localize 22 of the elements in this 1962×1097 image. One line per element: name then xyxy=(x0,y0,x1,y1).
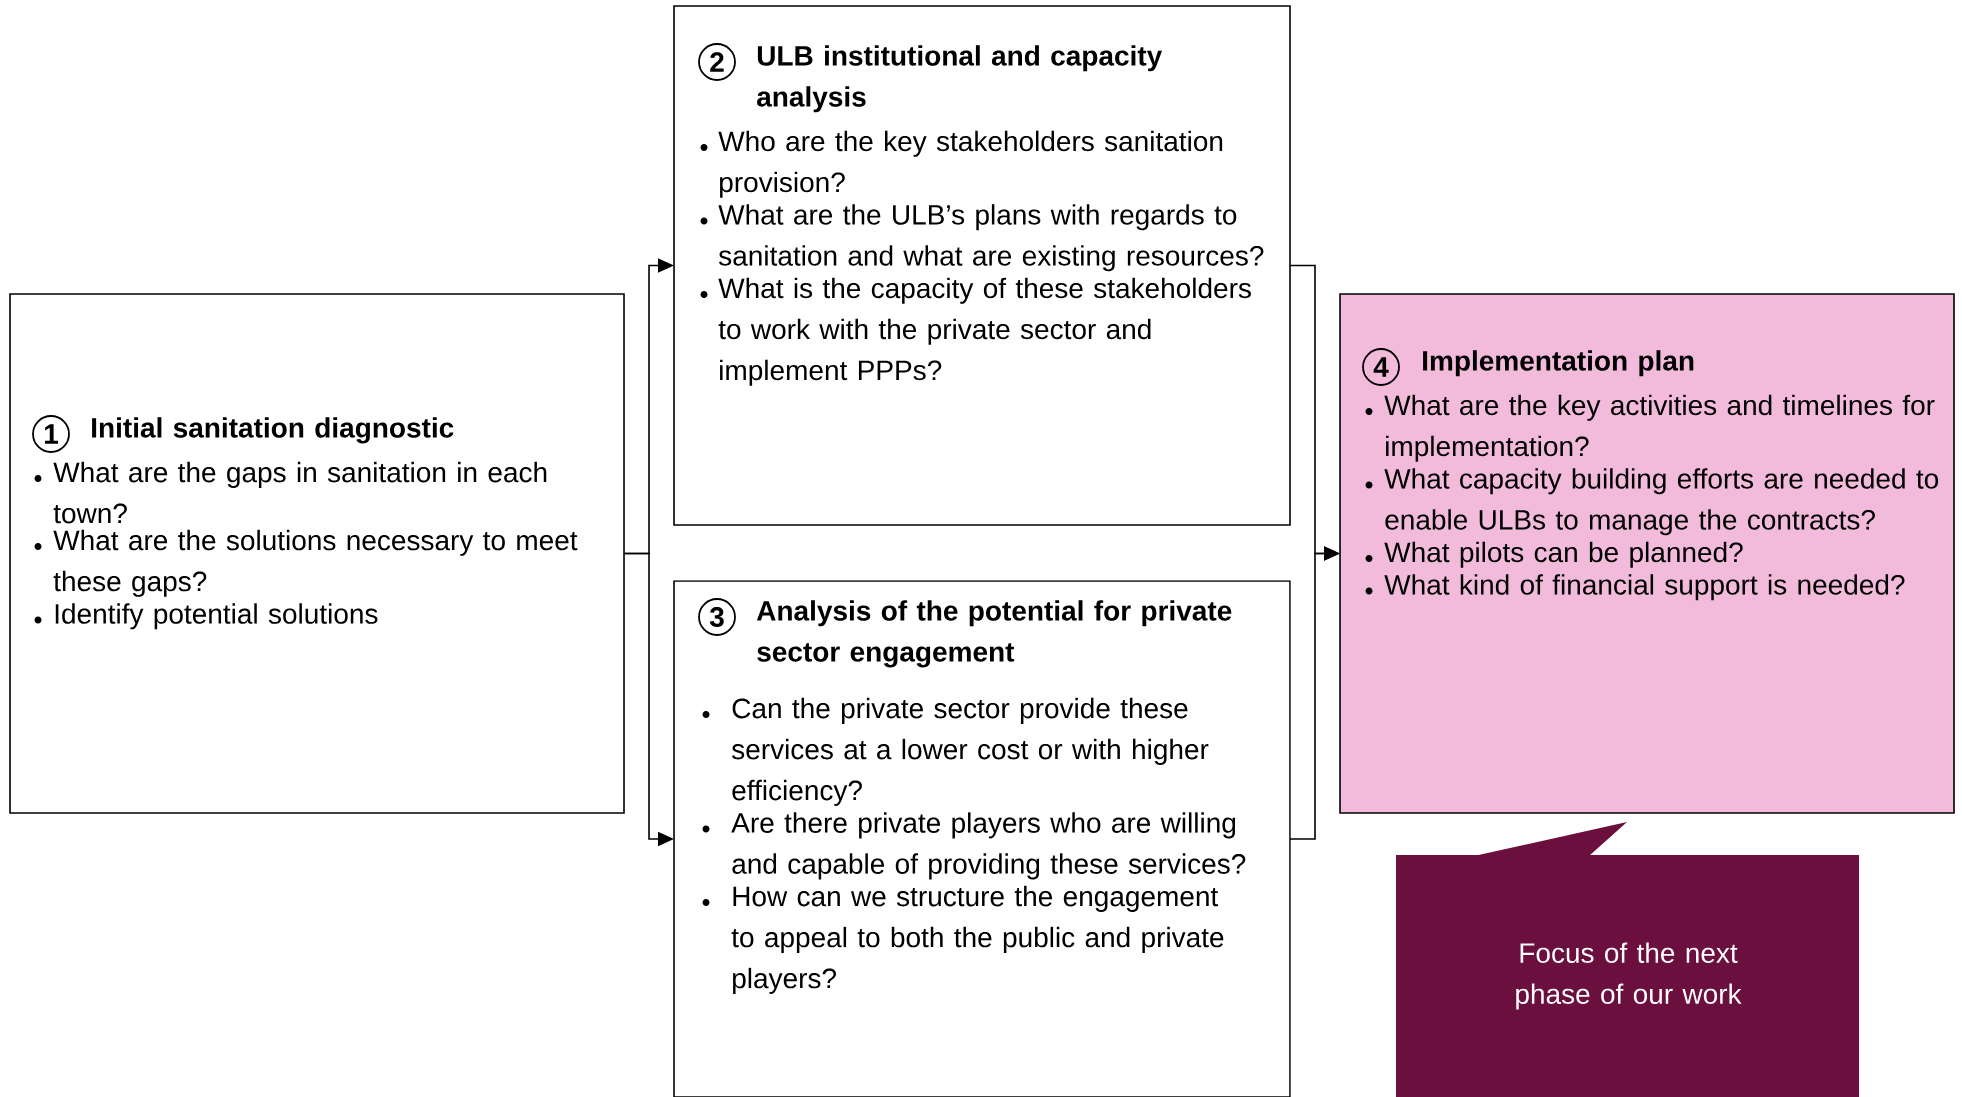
bullet-item: What are the solutions necessary to meet these gaps? xyxy=(34,529,578,597)
bullet-item: Who are the key stakeholders sanitation provision? xyxy=(700,130,1223,198)
bullet-item: What kind of financial support is needed? xyxy=(1365,574,1905,601)
heading: Implementation plan xyxy=(1423,350,1694,377)
bullet-item: Identify potential solutions xyxy=(34,603,378,630)
process-box xyxy=(673,580,1291,1097)
heading: Initial sanitation diagnostic xyxy=(92,417,454,444)
bullet-item: What pilots can be planned? xyxy=(1365,541,1743,568)
heading: Analysis of the potential for private sector engagement xyxy=(756,600,1232,668)
callout-box: Focus of the next phase of our work xyxy=(1396,822,1859,1097)
bullet-item: What capacity building efforts are needed to enable ULBs to manage the contracts? xyxy=(1365,468,1939,536)
bullet-item: What is the capacity of these stakeholders to work with the private sector and implement PPPs? xyxy=(700,277,1251,386)
bullet-item: What are the key activities and timelines for implementation? xyxy=(1365,394,1935,462)
bullet-item: What are the ULB’s plans with regards to sanitation and what are existing resources? xyxy=(700,204,1264,272)
process-box xyxy=(9,293,625,814)
bullet-item: Are there private players who are willing and capable of providing these services? xyxy=(702,812,1246,880)
heading: ULB institutional and capacity analysis xyxy=(757,45,1163,113)
process-box xyxy=(673,5,1291,526)
process-box xyxy=(1339,293,1955,814)
bullet-item: How can we structure the engagement to appeal to both the public and private players? xyxy=(702,885,1224,994)
bullet-item: What are the gaps in sanitation in each town? xyxy=(34,461,547,524)
bullet-item: Can the private sector provide these services at a lower cost or with higher efficiency? xyxy=(702,697,1209,806)
